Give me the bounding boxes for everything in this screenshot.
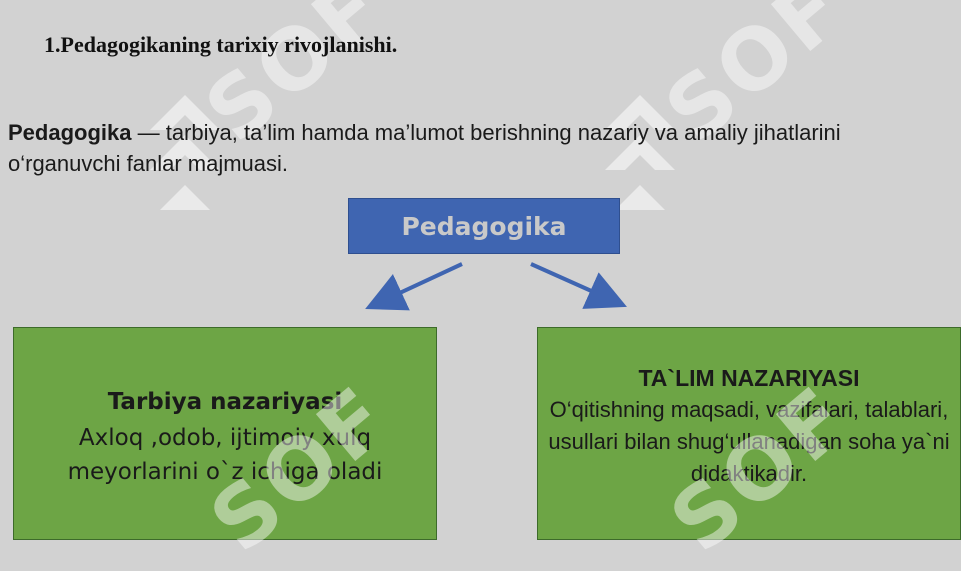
talim-nazariyasi-box: TA`LIM NAZARIYASI O‘qitishning maqsadi, … [537,327,961,540]
definition-term: Pedagogika [8,120,132,145]
right-box-title: TA`LIM NAZARIYASI [638,365,860,391]
left-box-title: Tarbiya nazariyasi [107,388,343,415]
arrow-right [530,262,627,309]
right-box-body: O‘qitishning maqsadi, vazifalari, talabl… [548,397,950,486]
tarbiya-nazariyasi-box: Tarbiya nazariyasi Axloq ,odob, ijtimoiy… [13,327,437,540]
definition-text: — tarbiya, ta’lim hamda ma’lumot berishn… [8,120,841,176]
arrow-left [365,262,463,311]
slide-title: 1.Pedagogikaning tarixiy rivojlanishi. [44,32,398,57]
left-box-body: Axloq ,odob, ijtimoiy xulq meyorlarini o… [67,424,383,485]
root-label: Pedagogika [401,211,567,241]
definition-paragraph: Pedagogika — tarbiya, ta’lim hamda ma’lu… [8,117,908,179]
pedagogika-root-box: Pedagogika [348,198,620,254]
